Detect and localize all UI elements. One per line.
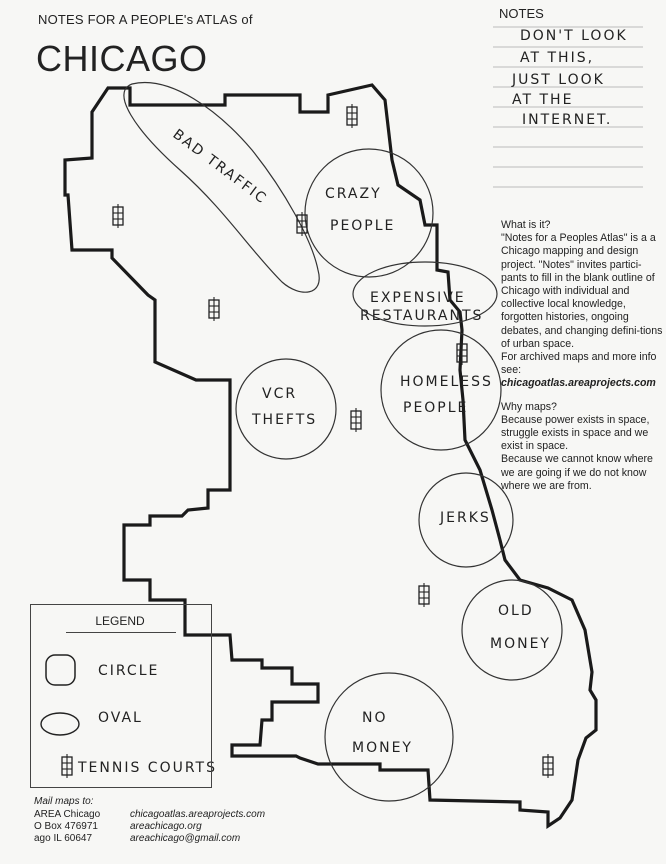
tennis-court-icon: [346, 103, 358, 129]
legend-divider: [66, 632, 176, 633]
tennis-court-icon: [350, 407, 362, 433]
legend-oval-label: OVAL: [98, 710, 143, 726]
about-heading: What is it?: [501, 219, 551, 231]
label-thefts: THEFTS: [251, 412, 317, 428]
link-atlas[interactable]: chicagoatlas.areaprojects.com: [130, 809, 266, 820]
circle-crazy-people: [304, 148, 434, 278]
circle-vcr-thefts: [235, 358, 337, 460]
tennis-court-icon: [542, 753, 554, 779]
circle-jerks: [418, 472, 514, 568]
mail-line-2: O Box 476971: [34, 821, 98, 832]
why-text-2: Because we cannot know where we are goin…: [501, 453, 653, 492]
notes-line-2: AT THIS,: [520, 50, 594, 66]
circle-icon: [45, 654, 76, 686]
circle-old-money: [461, 579, 563, 681]
label-old: OLD: [498, 603, 534, 619]
why-text-1: Because power exists in space, struggle …: [501, 413, 650, 453]
label-homeless-people: PEOPLE: [403, 400, 468, 416]
notes-line-5: INTERNET.: [522, 112, 612, 128]
label-homeless: HOMELESS: [400, 374, 493, 390]
legend-tennis-label: TENNIS COURTS: [77, 760, 217, 776]
circle-expensive-restaurants: [352, 261, 498, 327]
notes-lines: [493, 26, 643, 188]
tennis-court-icon: [418, 582, 430, 608]
label-people: PEOPLE: [330, 218, 395, 234]
notes-handwriting: DON'T LOOK AT THIS, JUST LOOK AT THE INT…: [511, 28, 628, 128]
legend-title: LEGEND: [95, 614, 145, 628]
label-money: MONEY: [490, 636, 551, 652]
oval-bad-traffic: [123, 82, 320, 293]
notes-line-4: AT THE: [512, 92, 573, 108]
page-title: CHICAGO: [36, 38, 208, 79]
circle-no-money: [324, 672, 454, 802]
legend-circle-label: CIRCLE: [98, 663, 159, 679]
link-area[interactable]: areachicago.org: [130, 821, 202, 832]
legend-box: [30, 604, 212, 788]
label-expensive: EXPENSIVE: [370, 290, 466, 306]
chicago-outline: [63, 83, 598, 829]
notes-line-3: JUST LOOK: [511, 72, 605, 88]
why-heading: Why maps?: [501, 400, 557, 413]
label-no: NO: [362, 710, 388, 726]
label-bad-traffic: BAD TRAFFIC: [170, 126, 270, 207]
about-archive: For archived maps and more info see:: [501, 351, 657, 377]
about-url[interactable]: chicagoatlas.areaprojects.com: [501, 377, 656, 390]
mail-line-3: ago IL 60647: [34, 833, 93, 844]
tennis-court-icon: [456, 340, 468, 366]
link-email[interactable]: areachicago@gmail.com: [130, 833, 241, 844]
mail-label: Mail maps to:: [34, 796, 94, 807]
label-no-money: MONEY: [352, 740, 413, 756]
header-pretitle: NOTES FOR A PEOPLE's ATLAS of: [38, 12, 253, 27]
label-vcr: VCR: [262, 386, 297, 402]
footer-links: chicagoatlas.areaprojects.com areachicag…: [130, 809, 265, 845]
about-body: "Notes for a Peoples Atlas" is a a Chica…: [501, 232, 663, 350]
circle-homeless-people: [380, 329, 502, 451]
notes-line-1: DON'T LOOK: [520, 28, 628, 44]
oval-icon: [40, 712, 80, 736]
mail-line-1: AREA Chicago: [34, 809, 101, 820]
about-panel: What is it? "Notes for a Peoples Atlas" …: [501, 219, 663, 493]
label-jerks: JERKS: [439, 510, 491, 526]
label-crazy: CRAZY: [325, 186, 382, 202]
tennis-court-icon: [112, 203, 124, 229]
notes-title: NOTES: [499, 6, 544, 21]
circle-group: [235, 148, 563, 802]
mail-address: AREA Chicago O Box 476971 ago IL 60647: [34, 809, 100, 845]
tennis-court-icon: [208, 296, 220, 322]
label-restaurants: RESTAURANTS: [360, 308, 483, 324]
